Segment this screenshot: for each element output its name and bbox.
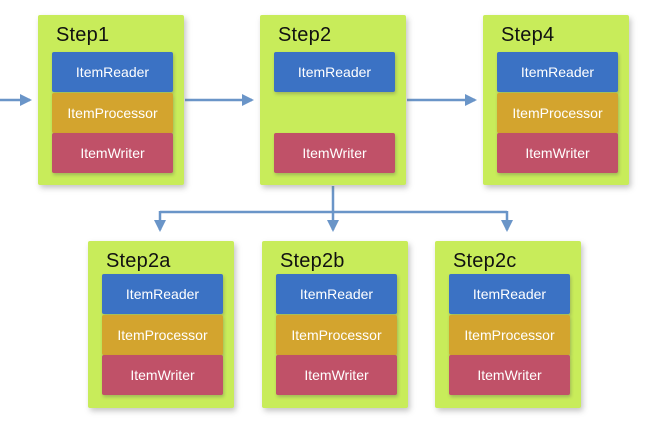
step-title: Step2b xyxy=(280,250,345,272)
component-itemreader: ItemReader xyxy=(449,274,570,314)
component-itemprocessor: ItemProcessor xyxy=(449,314,570,355)
component-itemwriter: ItemWriter xyxy=(449,355,570,395)
component-itemprocessor: ItemProcessor xyxy=(102,314,223,355)
step-title: Step2 xyxy=(278,24,332,46)
component-itemreader: ItemReader xyxy=(274,52,395,92)
step-title: Step4 xyxy=(501,24,555,46)
step-title: Step2c xyxy=(453,250,517,272)
component-itemreader: ItemReader xyxy=(52,52,173,92)
component-itemprocessor: ItemProcessor xyxy=(276,314,397,355)
component-itemwriter: ItemWriter xyxy=(497,133,618,173)
component-itemwriter: ItemWriter xyxy=(276,355,397,395)
step-title: Step2a xyxy=(106,250,171,272)
component-itemreader: ItemReader xyxy=(276,274,397,314)
component-itemreader: ItemReader xyxy=(497,52,618,92)
component-itemprocessor: ItemProcessor xyxy=(52,92,173,133)
component-itemprocessor: ItemProcessor xyxy=(497,92,618,133)
component-itemreader: ItemReader xyxy=(102,274,223,314)
component-itemwriter: ItemWriter xyxy=(102,355,223,395)
connector-step2-branch-trunk xyxy=(160,186,507,214)
step-title: Step1 xyxy=(56,24,110,46)
component-itemwriter: ItemWriter xyxy=(52,133,173,173)
component-itemwriter: ItemWriter xyxy=(274,133,395,173)
